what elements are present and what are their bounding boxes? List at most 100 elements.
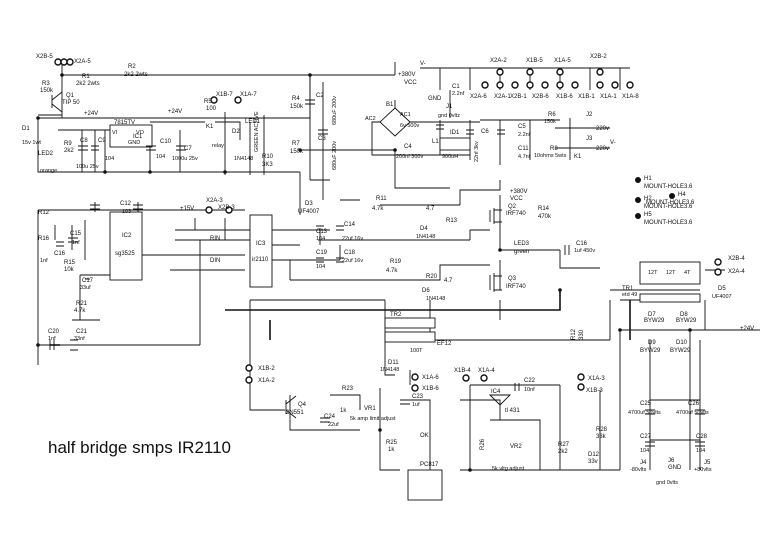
c18-value: 22uf 16v — [342, 258, 363, 264]
conn-x1b-5: X1B-5 — [526, 58, 543, 64]
r23-value: 1k — [340, 408, 347, 414]
d9-value: BYW29 — [640, 348, 661, 354]
r15-value: 10k — [64, 267, 75, 273]
c4-label: C4 — [404, 144, 412, 150]
c4-value: 200nf 300v — [396, 154, 423, 160]
b1-label: B1 — [386, 102, 394, 108]
c20-value: 1nf — [48, 336, 56, 342]
capacitors — [49, 99, 705, 447]
component-labels: R1 2k2 2wts R2 2k2 2wts R3 150k D1 15v 1… — [22, 61, 754, 486]
conn-x2b-3: X2B-3 — [218, 205, 235, 211]
conn-x1b-6: X1B-6 — [556, 94, 573, 100]
ic1-gnd: GND — [128, 140, 140, 146]
j1-label: J1 — [446, 104, 453, 110]
j2-value: 220v — [596, 126, 609, 132]
gnd-label: GND — [428, 96, 442, 102]
r9-label: R9 — [64, 141, 72, 147]
c22-value: 10nf — [524, 387, 535, 393]
conn-x1b-6b: X1B-6 — [422, 386, 439, 392]
r15-label: R15 — [64, 260, 76, 266]
l1-label: L1 — [432, 139, 439, 145]
c17-value: 33uf — [80, 285, 91, 291]
conn-x2b-2: X2B-2 — [590, 54, 607, 60]
ic4-value: tl 431 — [505, 408, 520, 414]
conn-x1a-1: X1A-1 — [600, 94, 617, 100]
ic2-value: sg3525 — [115, 251, 135, 257]
led1-label: LED1 — [245, 119, 261, 125]
vminus-top: V- — [420, 61, 426, 67]
h4-label: H4 — [678, 192, 686, 198]
d8-label: D8 — [680, 312, 688, 318]
d11-value: 1N4148 — [380, 367, 399, 373]
r6-value: 150k — [544, 119, 556, 125]
d6-label: D6 — [422, 288, 430, 294]
tr1-label: TR1 — [622, 286, 634, 292]
r12b-value: 330 — [579, 329, 585, 340]
q1-transistor: Q1 TIP 50 — [51, 91, 80, 113]
c14-value: 22uf 16v — [342, 236, 363, 242]
j3-value: 220v — [596, 146, 609, 152]
c1-value: 2.2nf — [452, 91, 465, 97]
d1-value: 15v 1wt — [22, 140, 41, 146]
r16-label: R16 — [38, 236, 50, 242]
gnd-out: GND — [668, 465, 682, 471]
rin-label: RIN — [210, 236, 220, 242]
conn-x2b-6: X2B-6 — [532, 94, 549, 100]
j4-value: -80vlts — [630, 467, 646, 473]
c19-value: 104 — [316, 264, 325, 270]
d10-value: BYW29 — [670, 348, 691, 354]
d2-value: 1N4148 — [234, 156, 253, 162]
c6-label: C6 — [481, 129, 489, 135]
conn-x2a-2: X2A-2 — [490, 58, 507, 64]
ic1-value: 7815TV — [114, 120, 135, 126]
c16-label: C16 — [54, 251, 66, 257]
r26-label: R26 — [480, 438, 486, 450]
c24-label: C24 — [324, 414, 336, 420]
j5-label: J5 — [704, 460, 711, 466]
h1-label: H1 — [644, 176, 652, 182]
q2-mosfet: Q2 IRF740 — [489, 204, 526, 224]
r4-label: R4 — [292, 96, 300, 102]
c23-value: 1uf — [412, 402, 420, 408]
r5-label: R5 — [204, 99, 212, 105]
conn-x1a-5: X1A-5 — [554, 58, 571, 64]
r3-label: R3 — [42, 81, 50, 87]
r11-value: 4.7k — [372, 206, 384, 212]
plus24-label: +24V — [84, 111, 98, 117]
d12-label: D12 — [588, 452, 600, 458]
c10-value: 104 — [156, 154, 165, 160]
c7-label: C7 — [184, 146, 192, 152]
ic1-vo: VO — [136, 130, 145, 136]
plus24-top: +24V — [168, 109, 182, 115]
r12b-label: R12 — [571, 328, 577, 340]
r20-label: R20 — [426, 274, 438, 280]
connector-terminals: X2B-5 X2A-5 X1B-7 X1A-7 X2A-3 X2B-3 X2A-… — [36, 54, 745, 394]
c18-label: C18 — [344, 250, 356, 256]
c10-label: C10 — [160, 139, 172, 145]
led3-value: green — [514, 249, 529, 255]
power-rails — [50, 290, 631, 346]
j5-value: +80vlts — [694, 467, 712, 473]
conn-x2a-5: X2A-5 — [74, 59, 91, 65]
conn-x1a-3: X1A-3 — [588, 376, 605, 382]
d6-value: 1N4148 — [426, 296, 445, 302]
c27-label: C27 — [640, 434, 652, 440]
c2-label: C2 — [316, 93, 324, 99]
c25-label: C25 — [640, 401, 652, 407]
ic3-ir2110: IC3 ir2110 — [249, 214, 273, 288]
r21-label: R21 — [76, 301, 88, 307]
tr2-transformer: TR2 EF12 100T — [384, 312, 452, 354]
led3-label: LED3 — [514, 241, 530, 247]
j3-label: J3 — [586, 136, 593, 142]
ok-label: OK — [420, 433, 429, 439]
c3-value: 680uF 200v — [332, 141, 338, 170]
c7-value: 1000u 25v — [172, 156, 198, 162]
ic1-regulator: 7815TV VI VO GND IC1 — [109, 120, 153, 148]
r28-value: 33k — [596, 434, 607, 440]
r17-value: 4.7 — [426, 206, 435, 212]
tr1-12t-a: 12T — [648, 270, 658, 276]
k1-label: K1 — [206, 124, 214, 130]
vcc-label: VCC — [404, 80, 417, 86]
h5-label: H5 — [644, 212, 652, 218]
